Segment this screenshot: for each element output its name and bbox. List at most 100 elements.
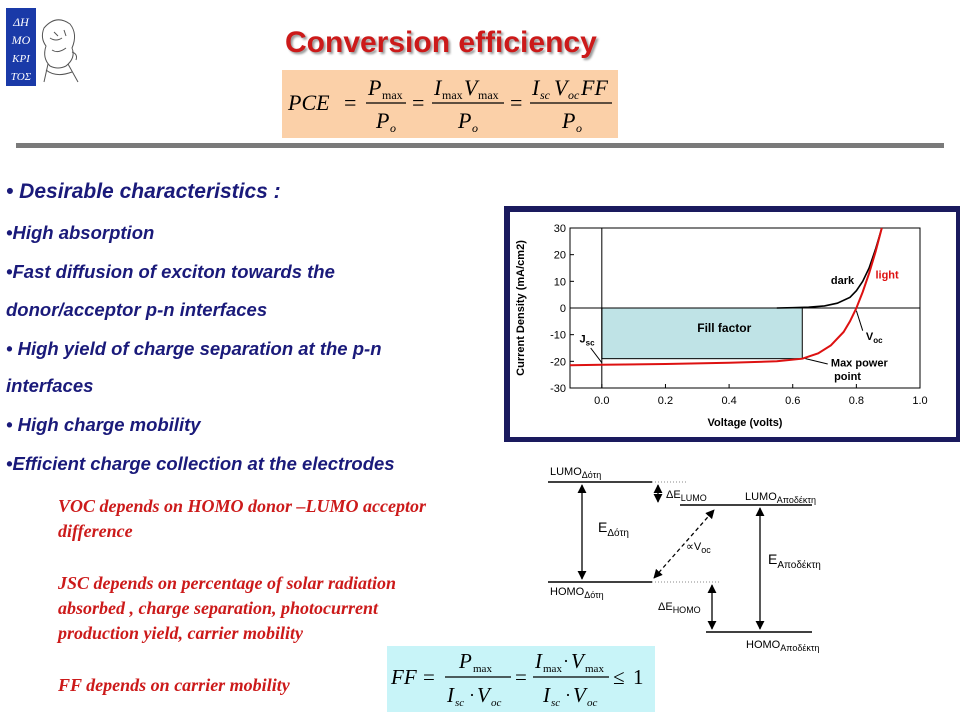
logo: ΔΗ ΜΟ ΚΡΙ ΤΟΣ — [6, 8, 86, 86]
ff-t2-den-b: V — [573, 683, 588, 707]
logo-letters-3: ΚΡΙ — [11, 53, 31, 65]
bullet-item: •Fast diffusion of exciton towards the — [6, 261, 335, 282]
y-tick-label: -20 — [550, 356, 566, 368]
pce-t2-den: P — [457, 108, 471, 133]
label-lumo-acceptor: LUMO — [745, 491, 777, 503]
annotation-point: point — [834, 371, 861, 383]
ff-t1-den-dot: · — [469, 685, 475, 705]
note-jsc: JSC depends on percentage of solar radia… — [58, 573, 397, 593]
pce-t3-den-sub: o — [576, 121, 582, 135]
series-light-line — [569, 227, 883, 367]
series-dark-line — [776, 227, 883, 309]
pce-t3-num-a-sub: sc — [540, 88, 551, 102]
bullet-heading: • Desirable characteristics : — [6, 180, 281, 203]
ff-eq-2: = — [515, 665, 527, 689]
ff-one: 1 — [633, 665, 644, 689]
label-lumo-donor-sub: Δότη — [582, 470, 601, 480]
label-e-donor: E — [598, 519, 607, 535]
pce-t2-num-a: I — [433, 75, 443, 100]
ff-t1-den-b-sub: oc — [491, 697, 502, 709]
pce-t2-num-b: V — [464, 75, 480, 100]
ff-t2-num-a: I — [534, 649, 543, 673]
pce-lhs: PCE — [287, 90, 330, 115]
annotation-dark: dark — [831, 275, 855, 287]
svg-text:ΔELUMO: ΔELUMO — [666, 489, 707, 503]
annotation-fill-factor: Fill factor — [697, 321, 751, 335]
ff-t2-den-b-sub: oc — [587, 697, 598, 709]
ff-eq-1: = — [423, 665, 435, 689]
label-voc-prop: ∝V — [686, 541, 702, 553]
max-power-pointer — [805, 358, 828, 365]
pce-t2-den-sub: o — [472, 121, 478, 135]
label-delta-lumo: ΔE — [666, 489, 681, 501]
note-voc-cont: difference — [58, 521, 133, 541]
ff-lhs: FF — [390, 665, 417, 689]
y-tick-label: -30 — [550, 383, 566, 395]
bust-sketch-icon — [41, 19, 79, 83]
pce-t1-den-sub: o — [390, 121, 396, 135]
pce-t1-den: P — [375, 108, 389, 133]
ff-t1-den-a-sub: sc — [455, 697, 464, 709]
ff-leq: ≤ — [613, 665, 625, 689]
pce-t1-num-sub: max — [382, 88, 403, 102]
label-homo-donor-sub: Δότη — [584, 590, 603, 600]
pce-t3-num-c: FF — [580, 75, 608, 100]
bullet-item: donor/acceptor p-n interfaces — [6, 299, 268, 320]
ff-formula-box: FF = P max I sc · V oc = I max · V max I… — [387, 646, 655, 712]
svg-text:EΔότη: EΔότη — [598, 519, 629, 539]
x-tick-label: 0.0 — [594, 395, 609, 407]
annotation-v: Voc — [866, 331, 883, 345]
fill-factor-rect — [601, 307, 803, 360]
label-delta-homo: ΔE — [658, 601, 673, 613]
bullet-item: •High absorption — [6, 222, 155, 243]
x-axis-label: Voltage (volts) — [708, 417, 783, 429]
svg-text:LUMOΑποδέκτη: LUMOΑποδέκτη — [745, 491, 816, 505]
svg-text:ΔEHOMO: ΔEHOMO — [658, 601, 701, 615]
annotation-j: Jsc — [580, 334, 596, 348]
svg-text:∝Voc: ∝Voc — [686, 541, 711, 555]
label-e-acceptor: E — [768, 551, 777, 567]
logo-letters-4: ΤΟΣ — [11, 71, 32, 83]
ff-t1-num: P — [458, 649, 472, 673]
y-tick-label: 20 — [554, 250, 566, 262]
label-homo-acceptor-sub: Αποδέκτη — [780, 643, 819, 653]
ff-t2-den-a: I — [542, 683, 551, 707]
pce-eq-2: = — [412, 90, 424, 115]
ff-t1-den-b: V — [477, 683, 492, 707]
label-delta-homo-sub: HOMO — [673, 605, 701, 615]
logo-letters-2: ΜΟ — [11, 33, 31, 47]
note-ff: FF depends on carrier mobility — [58, 675, 290, 695]
label-e-donor-sub: Δότη — [607, 527, 629, 539]
pce-t3-num-a: I — [531, 75, 541, 100]
voc-pointer — [855, 310, 864, 331]
x-tick-label: 0.2 — [658, 395, 673, 407]
pce-t3-num-b-sub: oc — [568, 88, 580, 102]
y-tick-label: -10 — [550, 330, 566, 342]
jsc-pointer — [590, 347, 603, 363]
ff-t2-den-dot: · — [565, 685, 571, 705]
label-voc-prop-sub: oc — [701, 545, 711, 555]
note-voc: VOC depends on HOMO donor –LUMO acceptor — [58, 496, 427, 516]
ff-t2-num-b: V — [571, 649, 586, 673]
pce-eq-3: = — [510, 90, 522, 115]
pce-t2-num-b-sub: max — [478, 88, 499, 102]
ff-t1-num-sub: max — [473, 663, 492, 675]
ff-t1-den-a: I — [446, 683, 455, 707]
x-tick-label: 0.8 — [849, 395, 864, 407]
divider — [16, 143, 944, 148]
label-lumo-donor: LUMO — [550, 466, 582, 478]
x-tick-label: 0.6 — [785, 395, 800, 407]
y-tick-label: 10 — [554, 276, 566, 288]
pce-t1-num: P — [367, 75, 381, 100]
bullet-item: • High yield of charge separation at the… — [6, 338, 382, 359]
y-tick-label: 0 — [560, 303, 566, 315]
pce-t2-num-a-sub: max — [442, 88, 463, 102]
ff-t2-num-b-sub: max — [585, 663, 604, 675]
bullet-item: • High charge mobility — [6, 414, 201, 435]
pce-t3-den: P — [561, 108, 575, 133]
label-lumo-acceptor-sub: Αποδέκτη — [777, 495, 816, 505]
x-tick-label: 0.4 — [721, 395, 736, 407]
ff-t2-den-a-sub: sc — [551, 697, 560, 709]
ff-t2-num-a-sub: max — [543, 663, 562, 675]
pce-t3-num-b: V — [554, 75, 570, 100]
